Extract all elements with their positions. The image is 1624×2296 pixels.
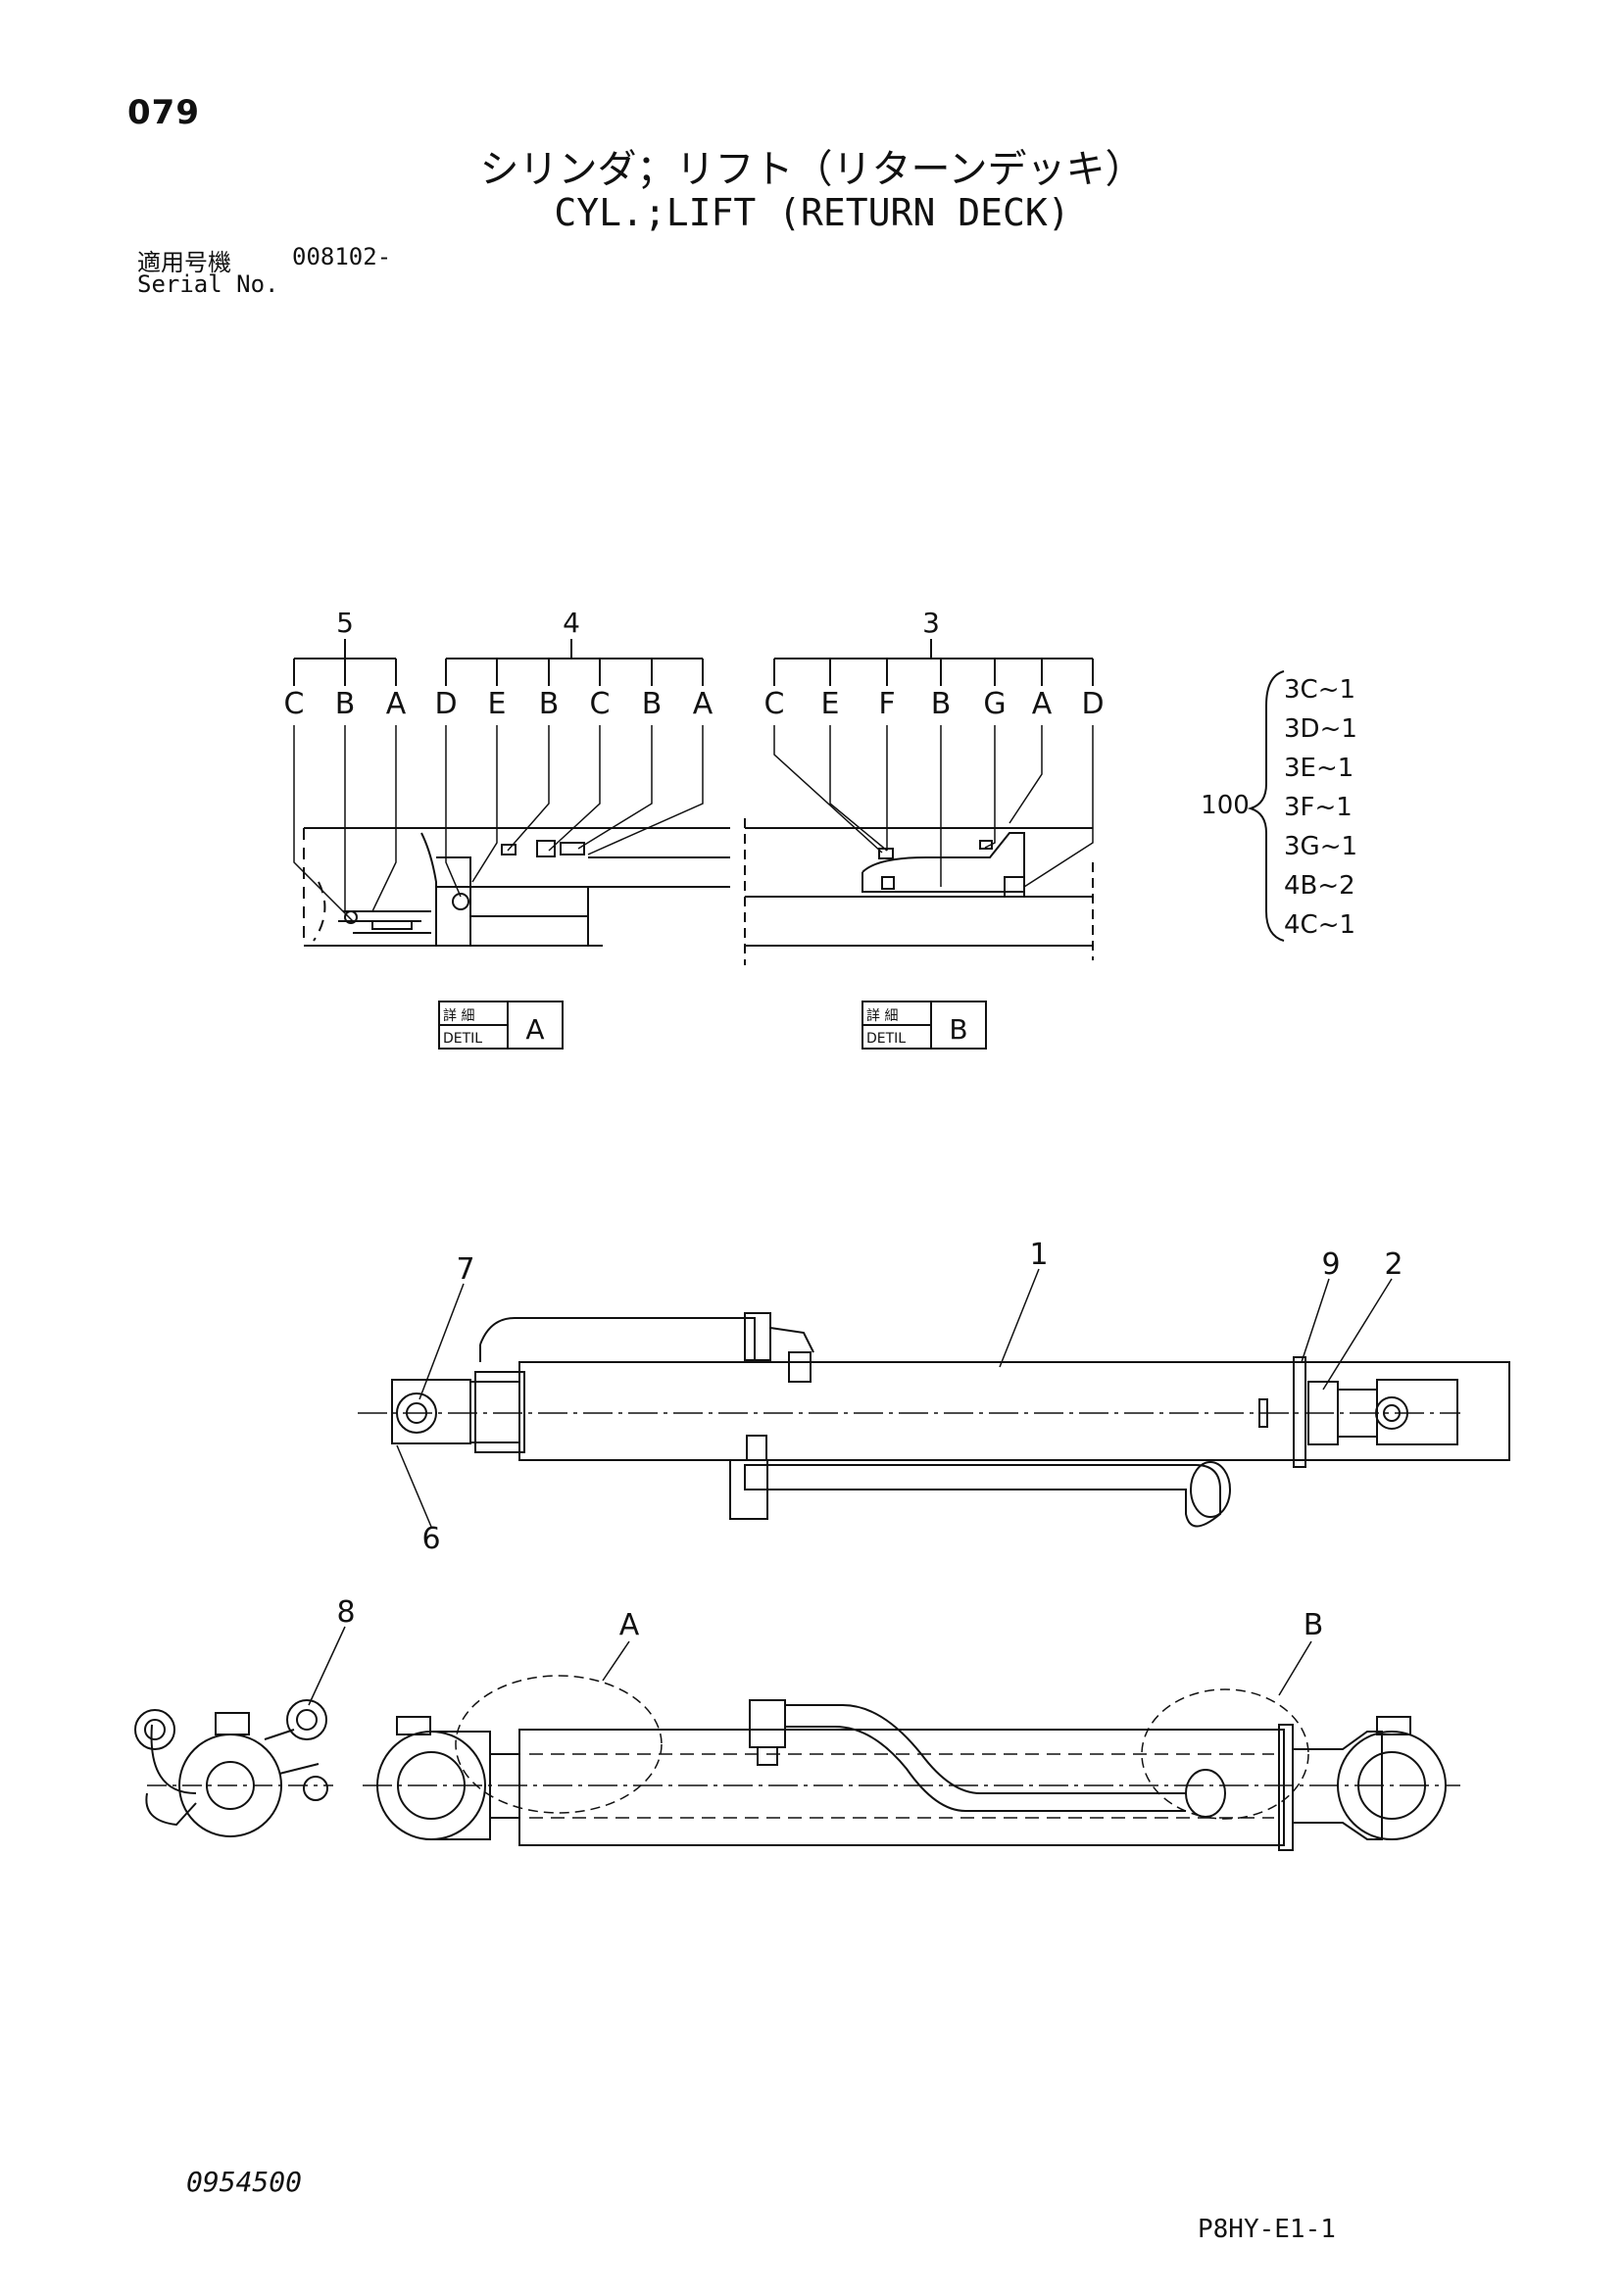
kit-item: 4C~1 (1284, 910, 1355, 940)
cylinder-end-view (134, 1699, 333, 1837)
cylinder-side-view (363, 1675, 1460, 1851)
callout-part-8: 8 (336, 1595, 355, 1630)
callout-detail-b: B (1304, 1608, 1324, 1642)
callout-part-6: 6 (421, 1522, 440, 1556)
serial-label-japanese: 適用号機 (137, 249, 231, 276)
kit-number: 100 (1201, 791, 1250, 820)
group3-letter: D (1081, 687, 1104, 721)
svg-text:詳 細: 詳 細 (866, 1008, 898, 1024)
leader-lines (293, 725, 1094, 922)
group3-letter: A (1032, 687, 1053, 721)
kit-item: 4B~2 (1284, 871, 1355, 901)
group3-bracket (773, 639, 1094, 686)
kit-item: 3G~1 (1284, 832, 1357, 861)
svg-text:DETIL: DETIL (866, 1031, 906, 1047)
detail-a-circle (455, 1675, 663, 1814)
svg-text:B: B (949, 1013, 967, 1046)
callout-part-7: 7 (456, 1252, 474, 1287)
group3-number: 3 (922, 607, 940, 639)
callout-part-2: 2 (1384, 1247, 1403, 1282)
kit-item: 3C~1 (1284, 675, 1355, 705)
kit-item: 3F~1 (1284, 793, 1353, 822)
group4-bracket (445, 639, 704, 686)
group3-letter: G (983, 687, 1006, 721)
callout-part-1: 1 (1029, 1238, 1048, 1272)
kit-item: 3D~1 (1284, 714, 1357, 744)
group4-number: 4 (563, 607, 580, 639)
page-number: 079 (127, 93, 200, 132)
detail-b-circle (1141, 1688, 1309, 1820)
detail-b-section (744, 818, 1094, 965)
group5-bracket (294, 639, 396, 659)
document-number: 0954500 (186, 2166, 303, 2198)
group4-letter: E (488, 687, 507, 721)
detail-a-label: 詳 細 DETIL A (438, 1001, 564, 1050)
kit-brace (1247, 670, 1285, 942)
kit-item: 3E~1 (1284, 754, 1353, 783)
group4-letter: C (590, 687, 611, 721)
group3-letter: C (764, 687, 785, 721)
svg-text:DETIL: DETIL (443, 1031, 482, 1047)
serial-label-english: Serial No. (137, 270, 279, 298)
group5-letter: A (386, 687, 407, 721)
svg-text:A: A (525, 1013, 544, 1046)
cylinder-top-view (358, 1312, 1510, 1528)
callout-detail-a: A (619, 1608, 640, 1642)
title-japanese: シリンダ；リフト（リターンデッキ） (479, 147, 1145, 192)
group4-letter: B (539, 687, 560, 721)
svg-text:詳 細: 詳 細 (443, 1008, 474, 1024)
group4-letter: A (693, 687, 714, 721)
detail-a-section (303, 827, 730, 947)
detail-b-label: 詳 細 DETIL B (861, 1001, 987, 1050)
callout-part-9: 9 (1321, 1247, 1340, 1282)
callout-leaders (308, 1268, 1393, 1706)
group5-letter: B (335, 687, 356, 721)
group3-letter: E (821, 687, 840, 721)
reference-code: P8HY-E1-1 (1198, 2215, 1336, 2244)
group5-letter: C (284, 687, 305, 721)
group3-letter: F (878, 687, 895, 721)
group5-number: 5 (336, 607, 354, 639)
group4-letter: D (434, 687, 457, 721)
group3-letter: B (931, 687, 952, 721)
title-english: CYL.;LIFT (RETURN DECK) (554, 191, 1070, 234)
group4-letter: B (642, 687, 663, 721)
serial-value: 008102- (292, 243, 392, 270)
